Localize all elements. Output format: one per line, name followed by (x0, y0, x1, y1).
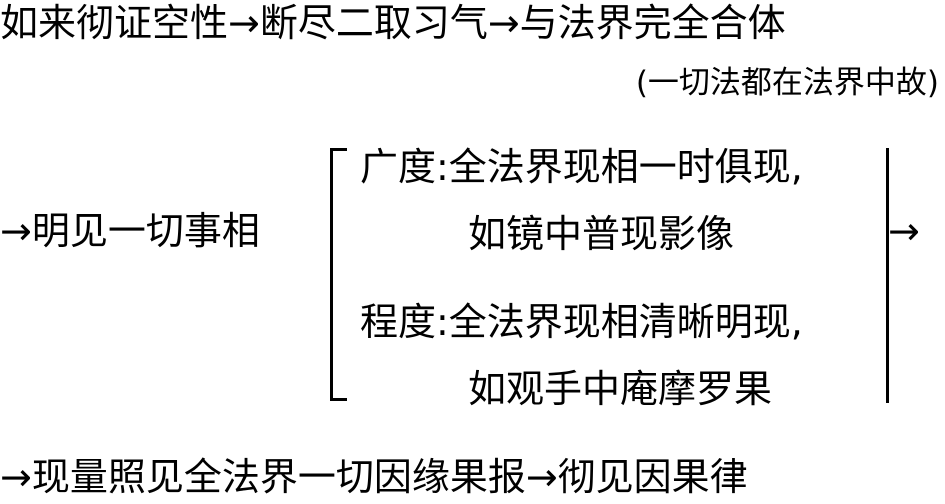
breadth-simile: 如镜中普现影像 (468, 212, 735, 256)
degree-line: 程度:全法界现相清晰明现, (360, 300, 803, 344)
degree-simile: 如观手中庵摩罗果 (468, 367, 773, 411)
top-statement: 如来彻证空性→断尽二取习气→与法界完全合体 (0, 1, 786, 45)
right-bracket-line (886, 148, 889, 403)
conclusion-line: →现量照见全法界一切因缘果报→彻见因果律 (0, 455, 748, 499)
breadth-line: 广度:全法界现相一时俱现, (360, 145, 803, 189)
left-bracket (330, 148, 347, 401)
right-arrow: → (888, 209, 920, 253)
parenthetical-note: (一切法都在法界中故) (635, 65, 939, 101)
left-label: →明见一切事相 (0, 209, 260, 253)
